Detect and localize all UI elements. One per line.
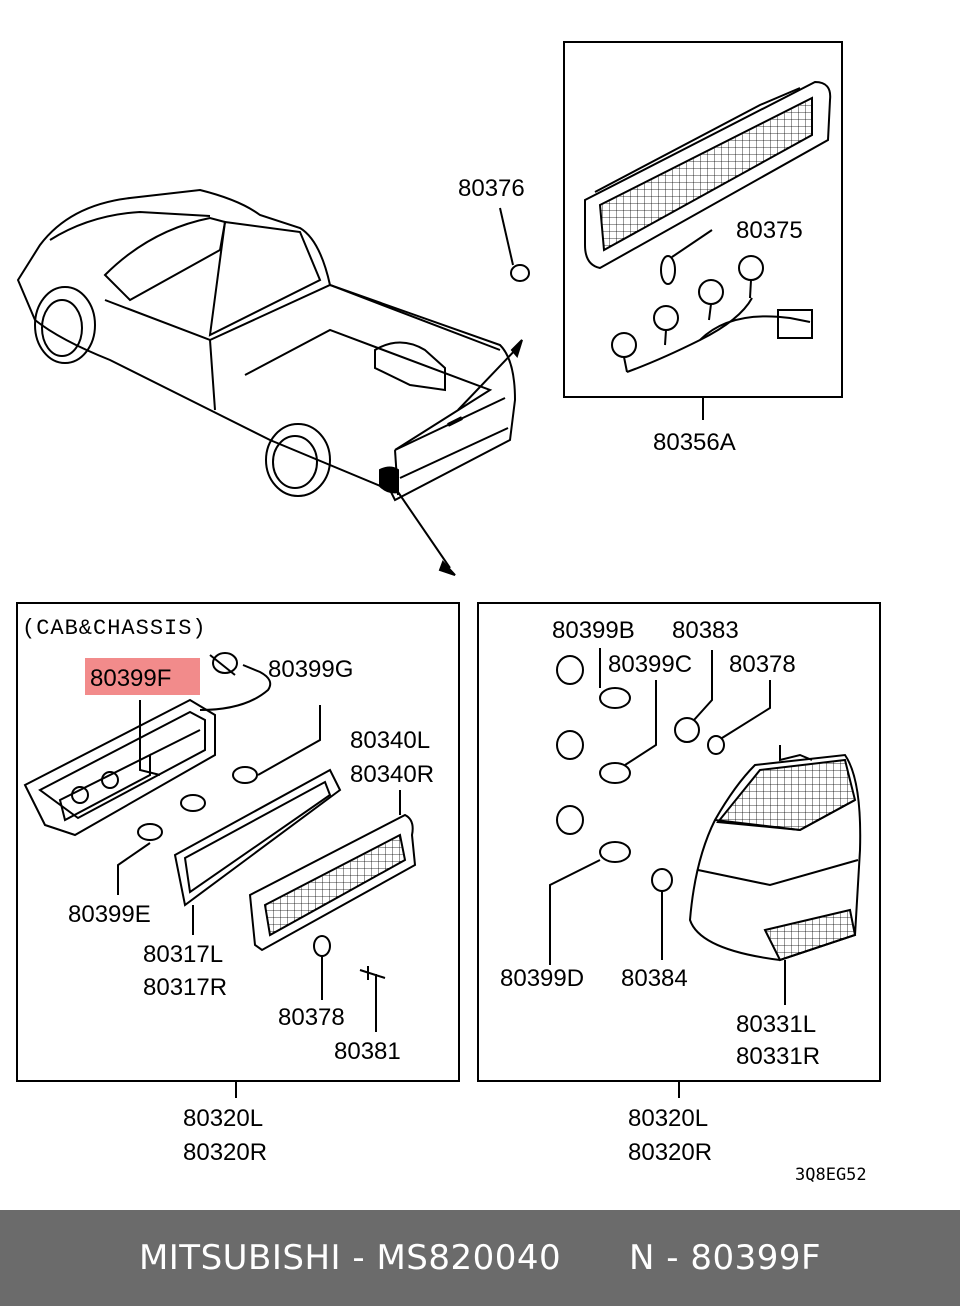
callout-80383: 80383 (672, 617, 739, 644)
callout-80320L-left: 80320L (183, 1105, 263, 1132)
diagram-code: 3Q8EG52 (795, 1165, 867, 1185)
footer-brand-part: MITSUBISHI - MS820040 (138, 1238, 562, 1278)
callout-80375: 80375 (736, 217, 803, 244)
bulb-80399G (232, 705, 321, 784)
parts-diagram: 80376 80375 80356A (CAB&CHASSIS) 80399F … (16, 41, 881, 1185)
callout-80384: 80384 (621, 965, 688, 992)
tail-lamp-80331 (688, 745, 862, 1005)
callout-80376: 80376 (458, 175, 525, 202)
lens-80340 (248, 790, 417, 952)
pickup-truck-illustration (16, 188, 523, 576)
callout-80399D: 80399D (500, 965, 584, 992)
callout-80331R: 80331R (736, 1043, 820, 1070)
callout-80317R: 80317R (143, 974, 227, 1001)
callout-80381: 80381 (334, 1038, 401, 1065)
gasket-80317 (173, 768, 342, 935)
cab-chassis-box (16, 602, 460, 1082)
callout-80331L: 80331L (736, 1011, 816, 1038)
footer-bar: MITSUBISHI - MS820040 N - 80399F (0, 1210, 960, 1306)
callout-80320R-right: 80320R (628, 1139, 712, 1166)
callout-80356A: 80356A (653, 429, 736, 456)
screw-80381 (359, 966, 386, 1032)
bulb-sockets-right (549, 648, 771, 965)
highlight-80399F (85, 658, 200, 695)
callout-80340R: 80340R (350, 761, 434, 788)
callout-80399G: 80399G (268, 656, 353, 683)
footer-ref: N - 80399F (629, 1238, 822, 1278)
callout-80399F: 80399F (90, 665, 171, 692)
callout-80378-right: 80378 (729, 651, 796, 678)
footer-gap (561, 1238, 629, 1278)
rear-combination-lamp-socket (23, 652, 272, 837)
high-mount-lamp-housing (584, 80, 832, 270)
callout-80399E: 80399E (68, 901, 151, 928)
callout-80399C: 80399C (608, 651, 692, 678)
high-mount-lamp-wiring (611, 229, 813, 373)
callout-80320L-right: 80320L (628, 1105, 708, 1132)
callout-80378-left: 80378 (278, 1004, 345, 1031)
bulb-80399E (117, 794, 206, 895)
callout-80317L: 80317L (143, 941, 223, 968)
callout-80399B: 80399B (552, 617, 635, 644)
callout-80320R-left: 80320R (183, 1139, 267, 1166)
callout-80340L: 80340L (350, 727, 430, 754)
bulb-80376 (499, 207, 530, 282)
washer-80378-left (313, 935, 331, 1000)
cab-chassis-label: (CAB&CHASSIS) (22, 616, 207, 641)
